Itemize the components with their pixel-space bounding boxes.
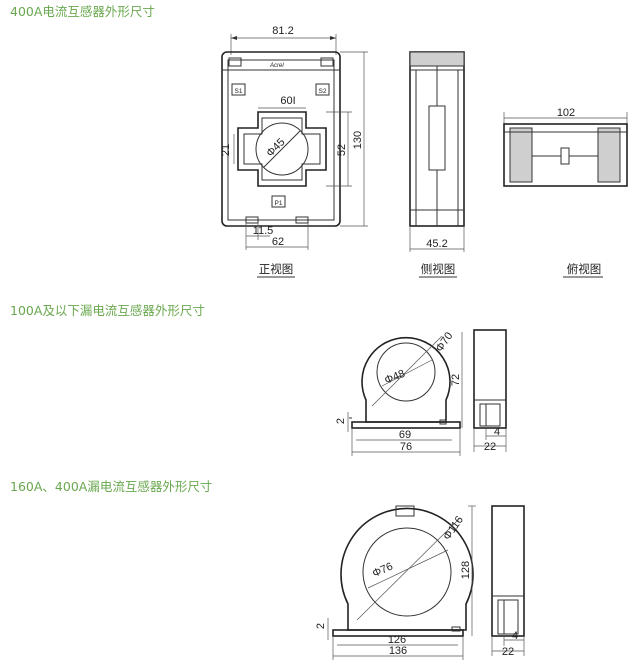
side-view-drawing: 45.2 侧视图 bbox=[409, 51, 465, 278]
side-view-caption: 侧视图 bbox=[421, 262, 456, 276]
d2-dim-base-outer: 76 bbox=[400, 441, 412, 453]
d3-dim-side-width: 22 bbox=[502, 646, 514, 658]
front-dim-diameter: Φ45 bbox=[264, 136, 287, 159]
front-terminal-s1: S1 bbox=[235, 88, 243, 95]
d2-dim-base-inner: 69 bbox=[399, 429, 411, 441]
d2-dim-inner: Φ48 bbox=[383, 368, 407, 387]
section-title-100a: 100A及以下漏电流互感器外形尺寸 bbox=[10, 303, 205, 318]
d3-dim-small: 2 bbox=[315, 623, 327, 629]
d2-dim-outer: Φ70 bbox=[434, 330, 456, 354]
d2-dim-side-small: 4 bbox=[494, 426, 500, 438]
front-view-caption: 正视图 bbox=[259, 262, 294, 276]
front-dim-small: 11.5 bbox=[253, 225, 274, 237]
front-dim-width-top: 81.2 bbox=[272, 25, 293, 37]
side-dim-width: 45.2 bbox=[426, 238, 447, 250]
front-view-drawing: 81.2 Acrel S1 S2 P1 Φ45 60I 21 5 bbox=[220, 25, 368, 278]
front-dim-height: 130 bbox=[352, 131, 364, 149]
top-view-drawing: 102 俯视图 bbox=[503, 107, 628, 278]
front-dim-left: 21 bbox=[220, 144, 232, 156]
front-dim-hole-label: 60I bbox=[280, 95, 295, 107]
front-brand: Acrel bbox=[269, 63, 284, 69]
front-terminal-p1: P1 bbox=[275, 200, 283, 207]
section-title-400a: 400A电流互感器外形尺寸 bbox=[10, 4, 155, 19]
d2-dim-height: 72 bbox=[450, 374, 462, 386]
d3-dim-side-small: 4 bbox=[512, 630, 518, 642]
d3-dim-height: 128 bbox=[460, 561, 472, 579]
d3-dim-base-inner: 126 bbox=[388, 634, 406, 646]
front-dim-bottom: 62 bbox=[272, 236, 284, 248]
leakage-160a-drawing: Φ116 Φ76 128 2 126 136 4 22 bbox=[315, 505, 525, 660]
top-view-caption: 俯视图 bbox=[567, 262, 602, 276]
d2-dim-side-width: 22 bbox=[484, 441, 496, 453]
front-terminal-s2: S2 bbox=[319, 88, 327, 95]
d2-dim-small: 2 bbox=[335, 418, 347, 424]
section-title-160a: 160A、400A漏电流互感器外形尺寸 bbox=[10, 479, 213, 494]
top-dim-width: 102 bbox=[557, 107, 575, 119]
d3-dim-base-outer: 136 bbox=[389, 645, 407, 657]
front-dim-inner-height: 52 bbox=[336, 144, 348, 156]
leakage-100a-drawing: Φ70 Φ48 72 2 69 76 4 22 bbox=[335, 329, 507, 456]
